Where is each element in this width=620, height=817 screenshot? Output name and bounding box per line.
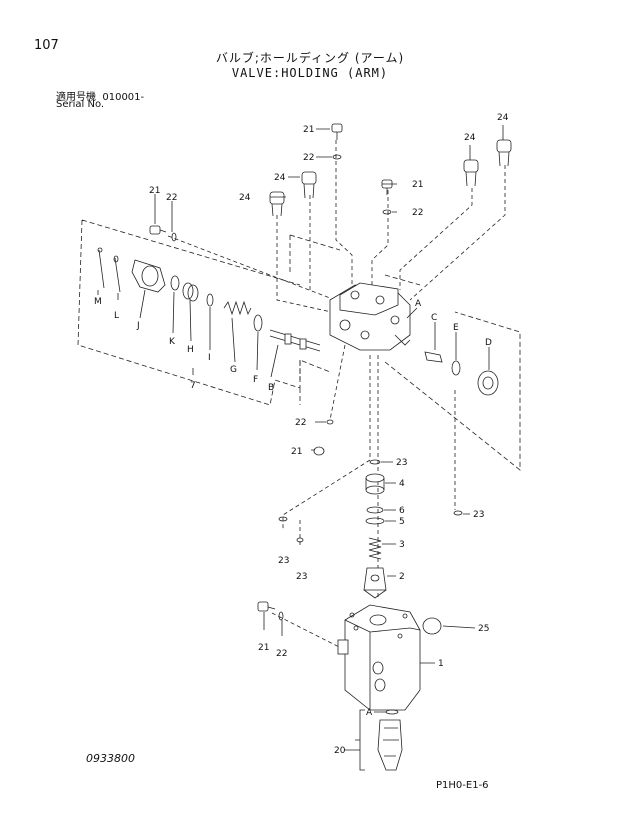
- drawing-number: 0933800: [86, 752, 135, 765]
- screw-21-lower: [313, 446, 325, 456]
- callout-24-d: 24: [497, 113, 509, 123]
- page-code: P1H0-E1-6: [436, 780, 489, 791]
- callout-23-stack: 23: [396, 458, 407, 468]
- callout-6: 6: [399, 506, 405, 516]
- callout-22-lower: 22: [295, 418, 306, 428]
- o-ring-25: [422, 617, 442, 635]
- title-english: VALVE:HOLDING (ARM): [231, 66, 389, 80]
- callout-D: D: [485, 338, 492, 348]
- o-ring-23-stack: [369, 459, 381, 465]
- callout-5: 5: [399, 517, 405, 527]
- backup-ring-6: [366, 506, 384, 514]
- bolt-24-c: [463, 159, 479, 187]
- spacer-H: [182, 282, 199, 302]
- o-ring-K: [170, 275, 180, 291]
- plug-D: [477, 370, 499, 396]
- screw-21-left: [149, 225, 167, 235]
- upper-valve-body: [329, 282, 411, 351]
- callout-7: 7: [190, 381, 196, 391]
- plug-4: [365, 473, 385, 495]
- callout-E: E: [453, 323, 459, 333]
- callout-4: 4: [399, 479, 405, 489]
- screw-21-right: [381, 179, 393, 195]
- callout-K: K: [169, 337, 176, 347]
- poppet-2: [363, 567, 387, 599]
- callout-24-c: 24: [464, 133, 476, 143]
- cap-J: [131, 259, 166, 293]
- serial-label-jp-text: 適用号機: [56, 92, 96, 103]
- housing-1: [337, 604, 421, 711]
- callout-A-lower: A: [366, 708, 373, 718]
- pin-M: [97, 247, 105, 289]
- callout-23-right: 23: [473, 510, 484, 520]
- callout-I: I: [208, 353, 211, 363]
- callout-21-left: 21: [149, 186, 160, 196]
- title-japanese: バルブ;ホールディング (アーム): [215, 51, 405, 65]
- o-ring-5: [365, 517, 385, 525]
- callout-G: G: [230, 365, 237, 375]
- callout-2: 2: [399, 572, 405, 582]
- callout-21-right: 21: [412, 180, 423, 190]
- callout-23-left-b: 23: [296, 572, 307, 582]
- screw-21-housing: [257, 601, 276, 612]
- washer-F: [253, 314, 263, 332]
- serial-value: 010001-: [102, 92, 145, 103]
- o-ring-23-left-a: [278, 516, 288, 522]
- spool-B: [269, 329, 321, 352]
- spring-3: [368, 537, 382, 560]
- serial-label-english: Serial No.: [56, 99, 105, 110]
- o-ring-A-bottom: [385, 709, 399, 715]
- callout-J: J: [136, 321, 140, 331]
- screw-21-top: [331, 123, 343, 140]
- poppet-C: [424, 351, 443, 363]
- o-ring-E: [451, 360, 461, 376]
- callout-F: F: [253, 375, 258, 385]
- callout-22-left: 22: [166, 193, 177, 203]
- callout-H: H: [187, 345, 194, 355]
- o-ring-23-left-b: [296, 537, 304, 543]
- callout-24-a: 24: [274, 173, 286, 183]
- o-ring-22-housing: [278, 611, 284, 621]
- callout-C: C: [431, 313, 437, 323]
- serial-label-japanese: 適用号機 010001-: [56, 88, 144, 103]
- callout-20: 20: [334, 746, 346, 756]
- cartridge-20: [377, 719, 403, 771]
- o-ring-22-top: [332, 154, 342, 160]
- callout-1: 1: [438, 659, 444, 669]
- callout-24-b: 24: [239, 193, 251, 203]
- callout-A-upper: A: [415, 299, 422, 309]
- bolt-24-b: [269, 191, 285, 217]
- callout-3: 3: [399, 540, 405, 550]
- bolt-24-a: [301, 171, 317, 199]
- o-ring-I: [206, 293, 214, 307]
- o-ring-22-right: [382, 209, 392, 215]
- callout-B: B: [268, 383, 274, 393]
- spring-G: [223, 300, 252, 316]
- callout-25: 25: [478, 624, 489, 634]
- page-number: 107: [34, 38, 59, 53]
- bolt-24-d: [496, 139, 512, 167]
- o-ring-22-left: [171, 232, 177, 242]
- callout-21-housing: 21: [258, 643, 269, 653]
- o-ring-22-lower: [326, 419, 334, 425]
- pin-L: [113, 255, 121, 293]
- callout-22-housing: 22: [276, 649, 287, 659]
- assembly-dashed-outline: [77, 219, 521, 471]
- callout-23-left-a: 23: [278, 556, 289, 566]
- callout-22-top: 22: [303, 153, 314, 163]
- callout-21-top: 21: [303, 125, 314, 135]
- callout-L: L: [114, 311, 119, 321]
- callout-22-right: 22: [412, 208, 423, 218]
- callout-21-lower: 21: [291, 447, 302, 457]
- callout-M: M: [94, 297, 102, 307]
- o-ring-23-right: [453, 510, 463, 516]
